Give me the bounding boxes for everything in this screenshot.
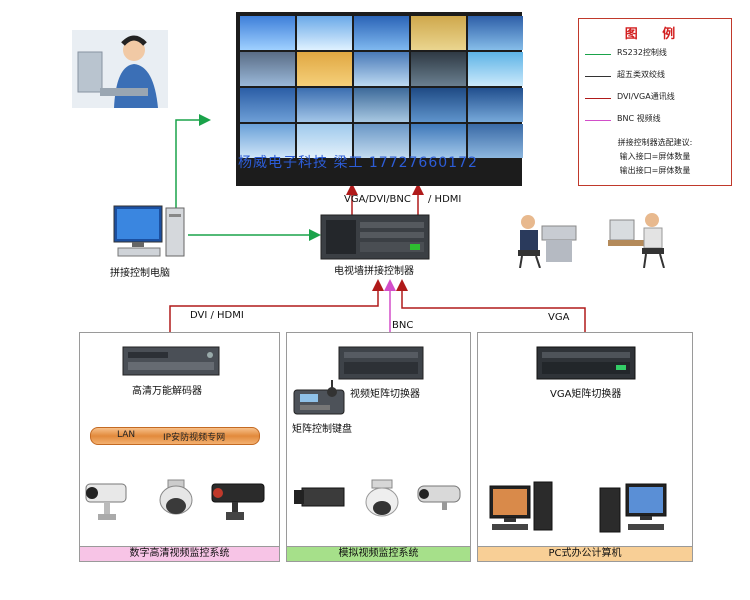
wall-tile <box>297 52 352 86</box>
legend-note-title: 拼接控制器选配建议: <box>617 138 693 147</box>
legend-item-bnc: BNC 视频线 <box>585 113 727 127</box>
legend-line-cat5 <box>585 76 611 77</box>
wall-tile <box>468 52 523 86</box>
bullet-camera-icon <box>211 483 265 520</box>
office-pc-icon <box>599 483 667 533</box>
legend-line-dvi-vga <box>585 98 611 99</box>
legend-text: 超五类双绞线 <box>617 70 665 79</box>
wall-tile <box>468 88 523 122</box>
wall-tile <box>411 52 466 86</box>
legend-line-bnc <box>585 120 611 121</box>
wall-tile <box>297 124 352 158</box>
lan-label: LAN <box>117 430 136 440</box>
vga-label: VGA <box>548 312 570 323</box>
vga-line-switcher-to-controller <box>396 279 586 346</box>
box-camera-icon <box>294 487 345 507</box>
wall-tile <box>240 124 295 158</box>
controller-label: 电视墙拼接控制器 <box>334 266 414 277</box>
wall-tile <box>354 52 409 86</box>
matrix-keyboard-label: 矩阵控制键盘 <box>292 424 352 435</box>
operator-headset-icon <box>72 30 168 108</box>
wall-tile <box>354 16 409 50</box>
hd-decoder-label: 高清万能解码器 <box>132 386 202 397</box>
vga-switcher-icon <box>536 346 636 380</box>
wall-tile <box>354 88 409 122</box>
splice-pc-label: 拼接控制电脑 <box>110 268 170 279</box>
wall-tile <box>411 88 466 122</box>
dvi-line-decoder-to-controller <box>169 279 384 346</box>
matrix-switcher-icon <box>338 346 424 380</box>
analog-system-label: 模拟视频监控系统 <box>287 546 470 561</box>
office-worker-icon <box>608 213 665 268</box>
wall-tile <box>240 16 295 50</box>
wall-tile <box>468 124 523 158</box>
legend-text: BNC 视频线 <box>617 114 661 123</box>
wall-tile <box>411 16 466 50</box>
dome-camera-icon <box>159 479 193 515</box>
matrix-switcher-label: 视频矩阵切换器 <box>350 389 420 400</box>
wall-tile <box>240 88 295 122</box>
rs232-line-pc-to-wall <box>175 114 211 208</box>
office-worker-icon <box>518 215 577 268</box>
wall-tile <box>240 52 295 86</box>
wall-tile <box>411 124 466 158</box>
video-wall <box>236 12 523 186</box>
dome-camera-icon <box>365 479 399 517</box>
legend-text: DVI/VGA通讯线 <box>617 92 675 101</box>
ip-camera-icon <box>85 483 127 520</box>
pc-system-label: PC式办公计算机 <box>478 546 692 561</box>
lan-pipe: LAN IP安防视频专网 <box>90 427 260 445</box>
legend-text: RS232控制线 <box>617 48 667 57</box>
vga-dvi-bnc-label: VGA/DVI/BNC <box>344 194 411 205</box>
dvi-hdmi-label: DVI / HDMI <box>190 310 244 321</box>
splice-controller-icon <box>320 214 430 260</box>
wall-tile <box>297 16 352 50</box>
legend-item-dvi-vga: DVI/VGA通讯线 <box>585 91 727 105</box>
pc-system-box: PC式办公计算机 <box>477 332 693 562</box>
legend-item-cat5: 超五类双绞线 <box>585 69 727 83</box>
hdmi-top-label: / HDMI <box>428 194 462 205</box>
digital-system-label: 数字高清视频监控系统 <box>80 546 279 561</box>
legend-item-rs232: RS232控制线 <box>585 47 727 61</box>
hd-decoder-icon <box>122 346 220 376</box>
legend-note-line: 输出接口=屏体数量 <box>619 166 691 175</box>
legend-line-rs232 <box>585 54 611 55</box>
legend-title: 图 例 <box>624 27 686 42</box>
matrix-keyboard-icon <box>293 380 345 415</box>
bullet-camera-icon <box>417 485 461 510</box>
wall-tile <box>468 16 523 50</box>
office-pc-icon <box>489 481 553 531</box>
bnc-label: BNC <box>392 320 414 331</box>
wall-overlay-text: 杨威电子科技 梁工 17727660172 <box>238 155 478 171</box>
wall-tile <box>297 88 352 122</box>
splice-control-pc-icon <box>113 205 185 257</box>
legend-panel: 图 例 RS232控制线 超五类双绞线 DVI/VGA通讯线 BNC 视频线 拼… <box>578 18 732 186</box>
ip-network-label: IP安防视频专网 <box>163 433 226 443</box>
vga-switcher-label: VGA矩阵切换器 <box>550 389 622 400</box>
wall-tile <box>354 124 409 158</box>
legend-note-line: 输入接口=屏体数量 <box>619 152 691 161</box>
